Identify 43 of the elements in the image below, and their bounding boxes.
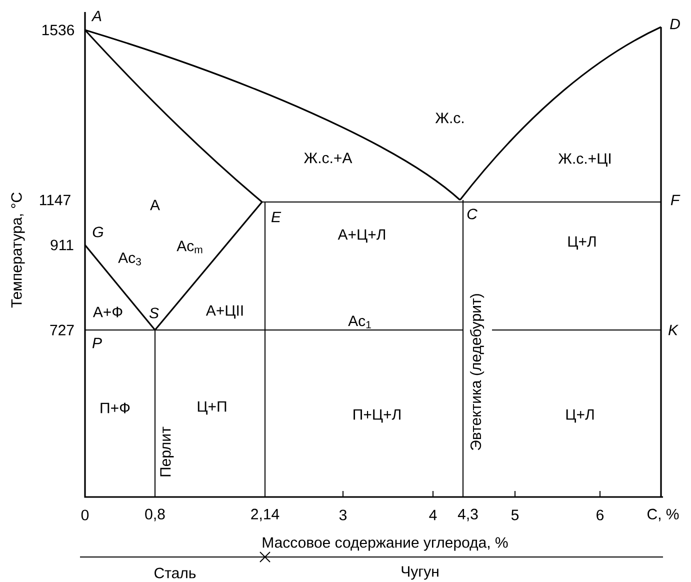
phase-region-label: А+Ф xyxy=(92,306,122,318)
point-letter: P xyxy=(92,338,102,348)
phase-region-label: Ж.с.+А xyxy=(304,152,352,164)
phase-region-label: Ac$_{1}$ xyxy=(348,316,371,328)
phase-region-label: А xyxy=(150,200,160,210)
phase-region-label: А+ЦII xyxy=(206,305,243,319)
phase-region-label: Ц+П xyxy=(198,401,226,415)
point-letter: A xyxy=(91,10,102,22)
tick-label: 1536 xyxy=(42,24,74,36)
point-letter: D xyxy=(670,18,680,30)
phase-region-label: П+Ф xyxy=(100,402,130,414)
phase-region-label: Ц+Л xyxy=(568,236,596,250)
tick-label: 6 xyxy=(596,510,604,520)
point-letter: F xyxy=(670,194,680,206)
phase-region-label: А+Ц+Л xyxy=(338,229,385,243)
tick-label: 1147 xyxy=(40,194,70,206)
tick-label: 2,14 xyxy=(251,508,280,522)
phase-region-label: Ц+Л xyxy=(566,409,594,423)
structure-label: Перлит xyxy=(160,426,174,476)
point-letter: E xyxy=(271,212,282,222)
tick-label: С, % xyxy=(648,508,679,522)
phase-region-label: П+Ц+Л xyxy=(354,409,400,423)
point-letter: S xyxy=(149,308,159,318)
point-letter: K xyxy=(668,324,679,336)
tick-label: 5 xyxy=(511,510,519,520)
phase-region-label: Ж.с. xyxy=(435,112,464,124)
point-letter: C xyxy=(467,208,478,220)
phase-region-label: Ac$_{3}$ xyxy=(118,252,141,266)
point-letter: G xyxy=(92,226,104,238)
tick-label: 3 xyxy=(339,510,347,520)
phase-region-label: Ac$_{m}$ xyxy=(176,240,202,254)
tick-label: 4 xyxy=(429,510,437,520)
tick-label: 727 xyxy=(50,324,74,336)
axis-title: Температура, °C xyxy=(11,192,25,308)
tick-label: 0 xyxy=(81,510,89,520)
structure-label: Эвтектика (ледебурит) xyxy=(470,294,484,450)
tick-label: 911 xyxy=(50,240,74,250)
alloy-group-label: Сталь xyxy=(154,568,196,578)
phase-region-label: Ж.с.+ЦI xyxy=(558,153,610,167)
tick-label: 4,3 xyxy=(458,508,478,522)
tick-label: 0,8 xyxy=(145,508,165,522)
alloy-group-label: Чугун xyxy=(402,566,438,580)
axis-title: Массовое содержание углерода, % xyxy=(262,537,508,551)
